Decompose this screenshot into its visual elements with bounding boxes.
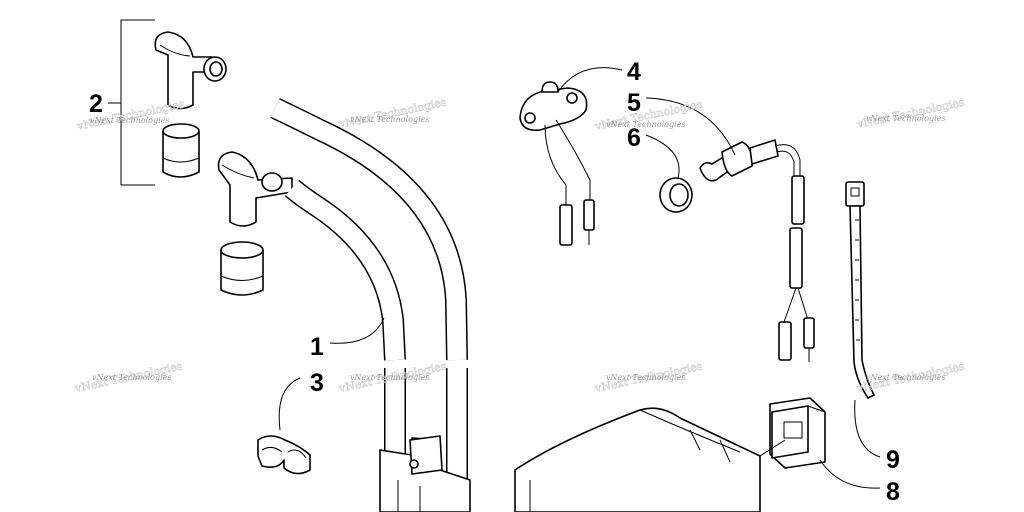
part-2-bracket [108,19,155,186]
part-4-temp-sensor [519,81,595,246]
callout-4: 4 [627,58,641,86]
part-1-ignition-lead-right [270,98,468,490]
part-6-washer [659,177,693,213]
watermark: vNext Technologies [90,116,169,125]
part-9-cable-tie [845,181,875,399]
control-box-housing [514,407,761,512]
watermark: vNext Technologies [866,373,945,382]
part-2-boot-lower [220,241,264,296]
part-5-temp-switch [699,139,815,362]
callout-labels: 1 2 3 4 5 6 9 8 [89,58,900,506]
part-3-clip [257,435,311,475]
callout-2: 2 [89,90,103,118]
watermark: vNext Technologies [350,373,429,382]
part-2-plug-cap-upper [154,31,227,110]
part-1-coil-block [379,435,471,512]
callout-6: 6 [627,124,641,152]
callout-3: 3 [310,369,324,397]
part-8-grommet [769,397,826,469]
watermark: vNext Technologies [606,120,685,129]
callout-8: 8 [886,478,900,506]
watermark: vNext Technologies [92,373,171,382]
watermark: vNext Technologies [866,114,945,123]
callout-1: 1 [310,333,324,361]
part-2-boot-upper [162,123,200,178]
watermark-ghost: vNext Technologies [337,95,448,131]
callout-9: 9 [886,446,900,474]
part-2-plug-cap-lower [217,151,293,227]
watermark: vNext Technologies [350,115,429,124]
watermarks: vNext Technologies vNext Technologies vN… [73,95,967,395]
callout-5: 5 [627,89,641,117]
leader-lines [278,67,881,489]
watermark: vNext Technologies [606,373,685,382]
